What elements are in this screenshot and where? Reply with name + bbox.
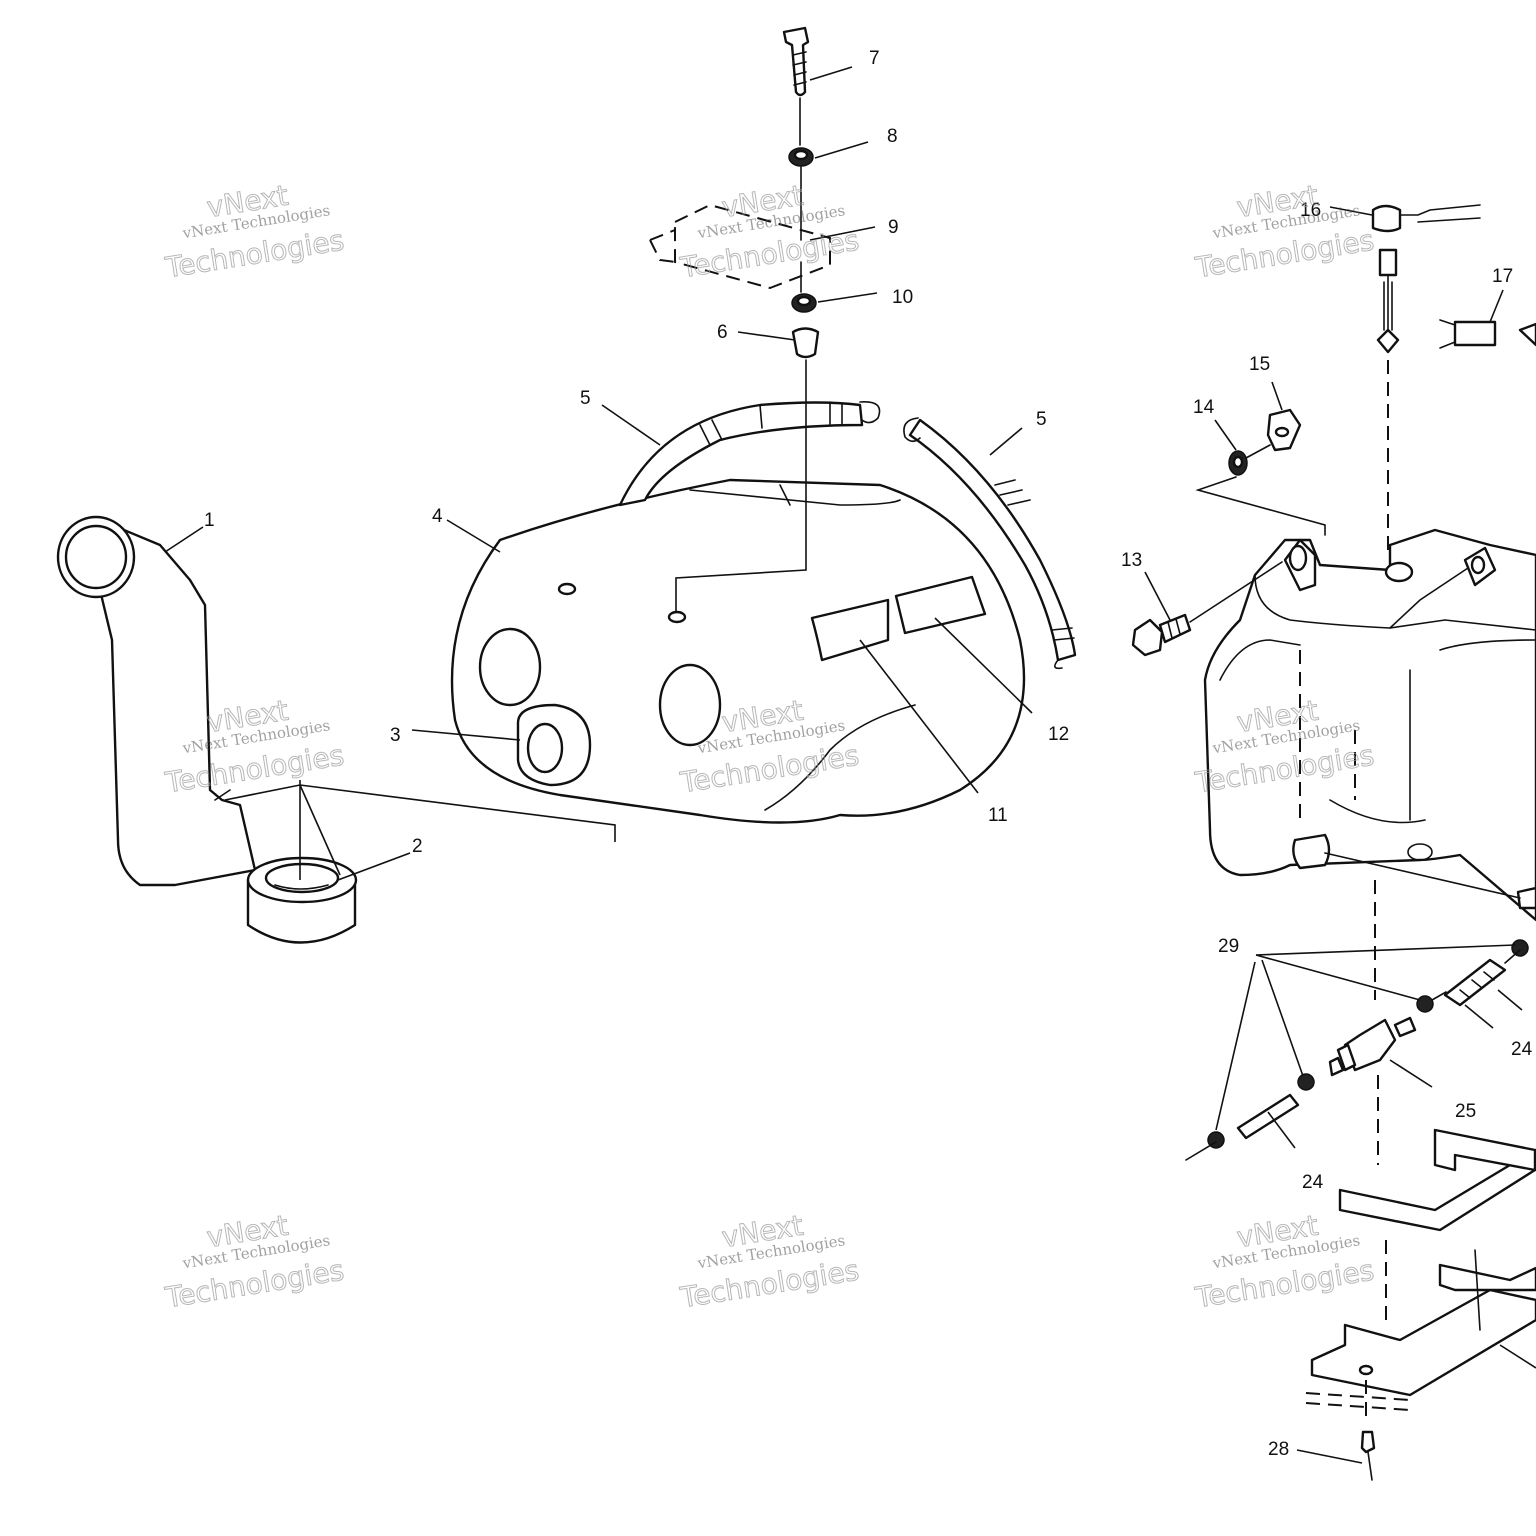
callout-24-upper: 24 (1511, 1039, 1533, 1060)
parts-13-15-fasteners (1131, 408, 1326, 657)
callout-16: 16 (1300, 200, 1321, 221)
callout-17: 17 (1492, 266, 1513, 287)
callout-8: 8 (887, 126, 898, 147)
callout-3: 3 (390, 725, 401, 746)
callout-2: 2 (412, 836, 423, 857)
callout-14: 14 (1193, 397, 1215, 418)
watermark: vNext vNext Technologies Technologies (162, 1208, 347, 1315)
part-1-elbow-pipe (56, 515, 358, 944)
callout-4: 4 (432, 506, 443, 527)
callout-28: 28 (1268, 1439, 1289, 1460)
callout-24-lower: 24 (1302, 1172, 1324, 1193)
callout-12: 12 (1048, 724, 1069, 745)
part-4-airbox (450, 478, 1026, 824)
watermarks: vNext vNext Technologies Technologies vN… (162, 178, 1377, 1315)
callout-5-left: 5 (580, 388, 591, 409)
leader-lines (164, 66, 1536, 1464)
watermark: vNext vNext Technologies Technologies (162, 178, 347, 285)
parts-25-28-brackets (1305, 1128, 1536, 1481)
callout-13: 13 (1121, 550, 1142, 571)
watermark: vNext vNext Technologies Technologies (1192, 178, 1377, 285)
callout-11: 11 (988, 805, 1008, 826)
callout-5-right: 5 (1036, 409, 1047, 430)
callout-29: 29 (1218, 936, 1239, 957)
right-assembly-oil-tank (1203, 528, 1536, 922)
watermark: vNext vNext Technologies Technologies (1192, 1208, 1377, 1315)
parts-24-25-29-fuel-line (1185, 880, 1529, 1165)
parts-16-17-sensor (1371, 204, 1536, 555)
callout-9: 9 (888, 217, 899, 238)
callout-6: 6 (717, 322, 728, 343)
callout-15: 15 (1249, 354, 1270, 375)
part-5-hoses (618, 401, 1077, 670)
callout-labels: 1 2 3 4 5 5 6 7 8 9 10 11 12 13 14 15 16… (204, 48, 1533, 1460)
callout-7: 7 (869, 48, 880, 69)
callout-25: 25 (1455, 1101, 1476, 1122)
callout-1: 1 (204, 510, 215, 531)
parts-6-10-fastener-stack (649, 26, 831, 613)
watermark: vNext vNext Technologies Technologies (677, 1208, 862, 1315)
watermark: vNext vNext Technologies Technologies (677, 178, 862, 285)
callout-10: 10 (892, 287, 913, 308)
